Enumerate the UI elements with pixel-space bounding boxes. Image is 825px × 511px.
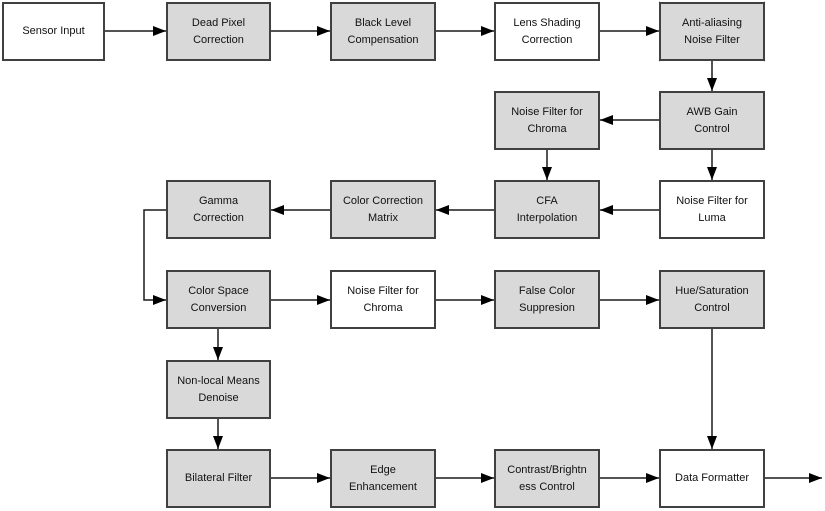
non-local-means-denoise-box: Non-local Means Denoise xyxy=(166,360,271,419)
node-label: Bilateral Filter xyxy=(184,472,253,484)
lens-shading-correction-box: Lens Shading Correction xyxy=(494,2,600,61)
node-label: False Color Suppresion xyxy=(518,284,576,314)
color-correction-matrix-box: Color Correction Matrix xyxy=(330,180,436,239)
cfa-interpolation-box: CFA Interpolation xyxy=(494,180,600,239)
dead-pixel-correction-box: Dead Pixel Correction xyxy=(166,2,271,61)
black-level-compensation-box: Black Level Compensation xyxy=(330,2,436,61)
sensor-input-box: Sensor Input xyxy=(2,2,105,61)
awb-gain-control-box: AWB Gain Control xyxy=(659,91,765,150)
node-label: Sensor Input xyxy=(22,25,85,37)
noise-filter-luma-box: Noise Filter for Luma xyxy=(659,180,765,239)
node-label: Black Level Compensation xyxy=(347,16,419,46)
data-formatter-box: Data Formatter xyxy=(659,449,765,508)
color-space-conversion-box: Color Space Conversion xyxy=(166,270,271,329)
node-label: Gamma Correction xyxy=(193,194,244,224)
node-label: AWB Gain Control xyxy=(686,105,738,135)
node-label: Edge Enhancement xyxy=(349,463,417,493)
false-color-suppresion-box: False Color Suppresion xyxy=(494,270,600,329)
node-label: Data Formatter xyxy=(675,472,749,484)
bilateral-filter-box: Bilateral Filter xyxy=(166,449,271,508)
connector-gamma-to-colorspace xyxy=(143,209,166,305)
node-label: Noise Filter for Chroma xyxy=(511,105,583,135)
node-label: Noise Filter for Luma xyxy=(676,194,748,224)
node-label: Noise Filter for Chroma xyxy=(347,284,419,314)
node-label: Contrast/Brightn ess Control xyxy=(507,463,587,493)
node-label: Hue/Saturation Control xyxy=(675,284,749,314)
contrast-brightness-control-box: Contrast/Brightn ess Control xyxy=(494,449,600,508)
node-label: Anti-aliasing Noise Filter xyxy=(682,16,742,46)
anti-aliasing-noise-filter-box: Anti-aliasing Noise Filter xyxy=(659,2,765,61)
node-label: Non-local Means Denoise xyxy=(177,374,260,404)
node-label: Dead Pixel Correction xyxy=(191,16,246,46)
gamma-correction-box: Gamma Correction xyxy=(166,180,271,239)
node-label: Color Correction Matrix xyxy=(342,194,424,224)
node-label: Color Space Conversion xyxy=(188,284,249,314)
node-label: CFA Interpolation xyxy=(516,194,578,224)
noise-filter-chroma-2-box: Noise Filter for Chroma xyxy=(330,270,436,329)
node-label: Lens Shading Correction xyxy=(513,16,581,46)
noise-filter-chroma-1-box: Noise Filter for Chroma xyxy=(494,91,600,150)
edge-enhancement-box: Edge Enhancement xyxy=(330,449,436,508)
hue-saturation-control-box: Hue/Saturation Control xyxy=(659,270,765,329)
